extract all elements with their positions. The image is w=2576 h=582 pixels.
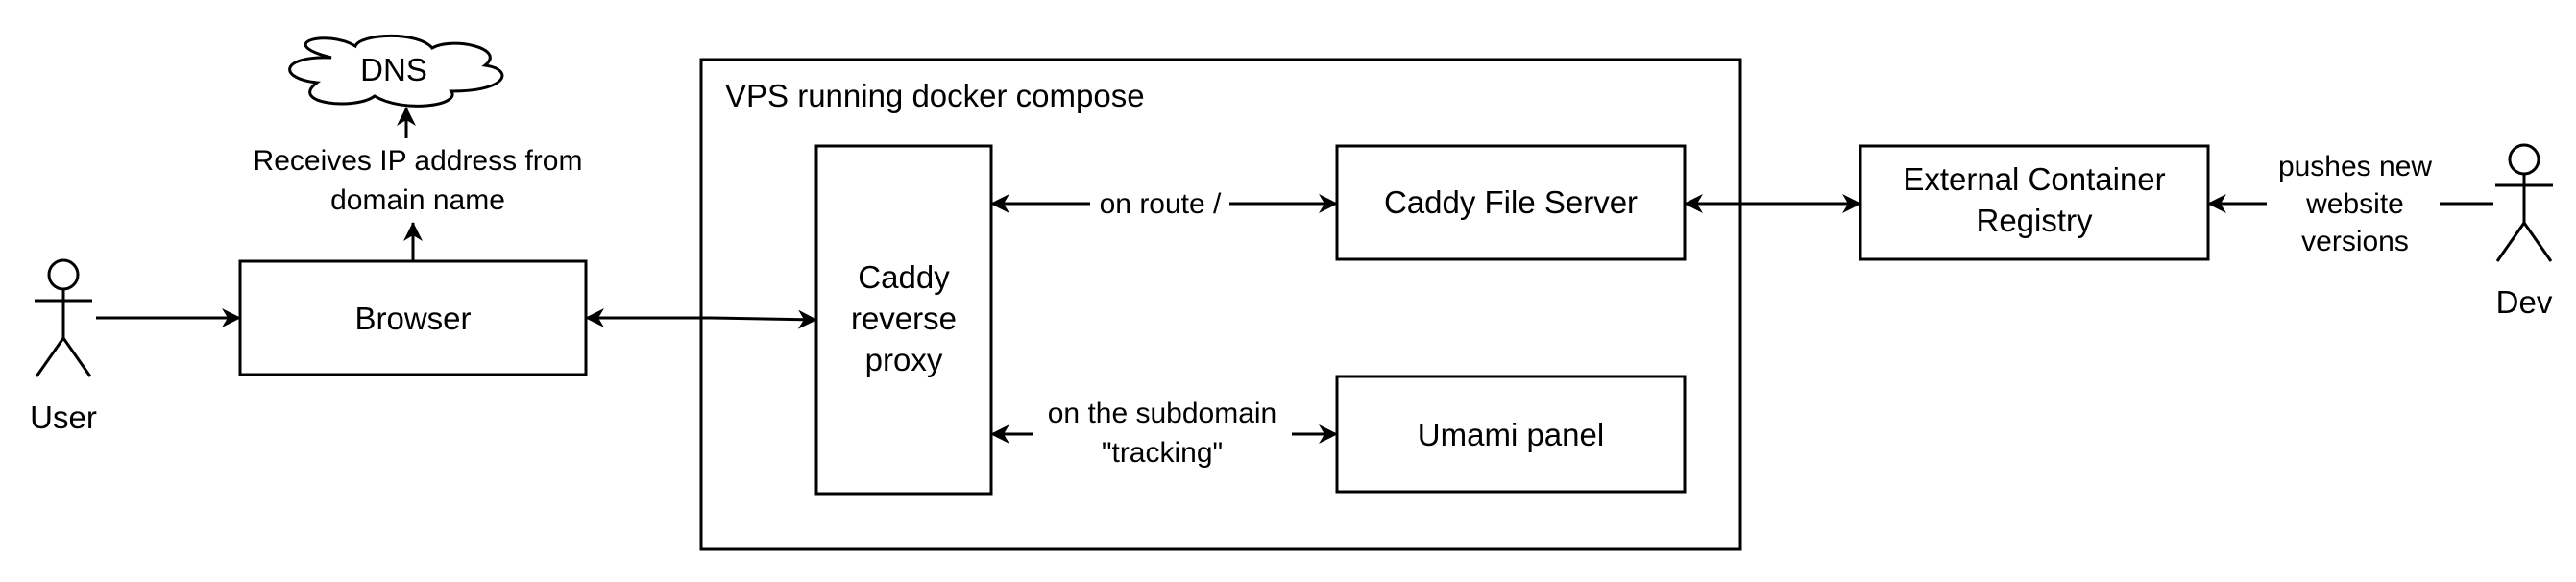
umami-panel-node: Umami panel: [1335, 375, 1687, 494]
browser-label: Browser: [354, 301, 471, 336]
dns-edge-label-line-1: Receives IP address from: [254, 145, 583, 177]
umami-label: Umami panel: [1418, 417, 1604, 452]
proxy-label-line-3: proxy: [865, 342, 943, 377]
subdomain-edge-label-line-2: "tracking": [1102, 437, 1223, 469]
edge-dev-registry: pushes new website versions: [2207, 151, 2493, 257]
registry-label-line-2: Registry: [1976, 203, 2093, 238]
subdomain-edge-label-line-1: on the subdomain: [1048, 398, 1277, 429]
user-actor: User: [30, 258, 97, 435]
caddy-file-server-node: Caddy File Server: [1335, 144, 1687, 261]
caddy-reverse-proxy-node: Caddy reverse proxy: [814, 144, 993, 496]
user-label: User: [30, 400, 97, 435]
proxy-label-line-1: Caddy: [858, 259, 950, 295]
dns-cloud: DNS: [288, 34, 504, 108]
dev-label: Dev: [2496, 284, 2553, 320]
cloud-shape: [288, 34, 504, 108]
push-edge-label-line-2: website: [2305, 188, 2404, 220]
dns-edge-label-line-2: domain name: [330, 184, 505, 216]
edge-browser-dns: Receives IP address from domain name: [254, 107, 583, 261]
dev-actor: Dev: [2495, 143, 2553, 320]
edge-proxy-umami: on the subdomain "tracking": [990, 398, 1338, 469]
push-edge-label-line-1: pushes new: [2278, 151, 2432, 182]
registry-label-line-1: External Container: [1903, 161, 2165, 197]
edge-proxy-file-server: on route /: [990, 188, 1338, 220]
browser-node: Browser: [238, 259, 588, 376]
file-server-label: Caddy File Server: [1384, 184, 1638, 220]
proxy-label-line-2: reverse: [851, 301, 957, 336]
registry-node: External Container Registry: [1859, 144, 2210, 261]
edge-browser-proxy: [585, 308, 817, 329]
push-edge-label-line-3: versions: [2301, 226, 2409, 257]
route-edge-label: on route /: [1100, 188, 1222, 220]
dns-label: DNS: [360, 52, 427, 87]
vps-container-title: VPS running docker compose: [725, 78, 1145, 113]
